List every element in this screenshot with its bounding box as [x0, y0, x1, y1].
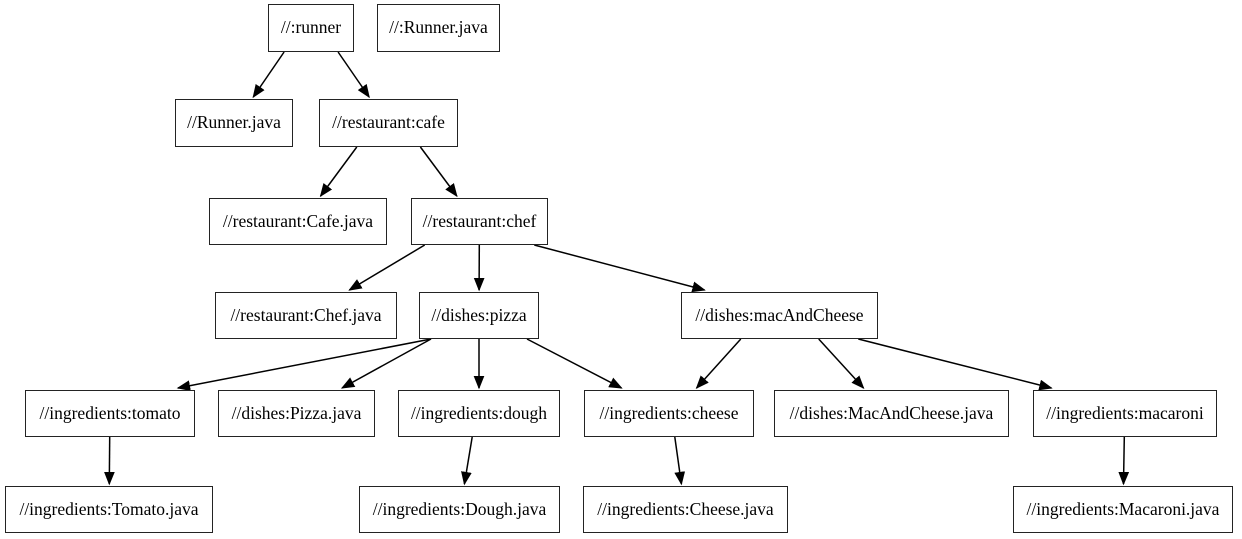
graph-node-dough-java: //ingredients:Dough.java: [359, 486, 560, 533]
graph-node-dough: //ingredients:dough: [398, 390, 560, 437]
graph-node-cafe-java: //restaurant:Cafe.java: [209, 198, 387, 245]
graph-node-macaroni: //ingredients:macaroni: [1033, 390, 1217, 437]
graph-node-pizza-java: //dishes:Pizza.java: [218, 390, 375, 437]
edge-macaroni-to-macaroni-java: [1118, 436, 1130, 486]
edge-cafe-to-chef: [419, 146, 458, 198]
graph-node-label: //dishes:Pizza.java: [231, 402, 362, 423]
graph-node-label: //ingredients:Cheese.java: [597, 498, 774, 519]
graph-node-cafe: //restaurant:cafe: [319, 99, 458, 147]
edge-cheese-to-cheese-java: [674, 436, 686, 486]
edge-dough-to-dough-java: [461, 436, 473, 486]
graph-node-chef-java: //restaurant:Chef.java: [215, 292, 397, 339]
graph-node-mac-and-cheese: //dishes:macAndCheese: [681, 292, 878, 339]
graph-node-label: //ingredients:dough: [410, 402, 548, 423]
edge-mac-and-cheese-to-cheese: [695, 338, 742, 390]
graph-node-label: //ingredients:Dough.java: [372, 498, 547, 519]
edge-runner-to-runner-java: [252, 51, 285, 99]
graph-node-runner-java: //Runner.java: [175, 99, 293, 147]
graph-node-tomato: //ingredients:tomato: [25, 390, 195, 437]
graph-node-cheese-java: //ingredients:Cheese.java: [583, 486, 788, 533]
graph-node-mac-and-cheese-java: //dishes:MacAndCheese.java: [774, 390, 1009, 437]
graph-node-label: //restaurant:Chef.java: [230, 304, 382, 325]
graph-node-label: //ingredients:macaroni: [1046, 402, 1204, 423]
edge-mac-and-cheese-to-macaroni: [858, 338, 1053, 391]
graph-node-runner: //:runner: [268, 4, 354, 52]
edge-chef-to-chef-java: [348, 244, 426, 291]
edge-pizza-to-cheese: [526, 338, 623, 389]
graph-node-label: //restaurant:cafe: [332, 112, 445, 133]
graph-node-label: //ingredients:tomato: [39, 402, 181, 423]
edge-chef-to-mac-and-cheese: [534, 244, 706, 293]
graph-node-label: //dishes:macAndCheese: [695, 304, 864, 325]
edge-cafe-to-cafe-java: [319, 146, 358, 198]
edges-group: [104, 51, 1130, 486]
graph-node-label: //:runner: [280, 17, 342, 38]
graph-node-label: //ingredients:Tomato.java: [19, 498, 199, 519]
graph-node-label: //:Runner.java: [389, 17, 488, 38]
graph-node-label: //ingredients:Macaroni.java: [1026, 498, 1220, 519]
graph-node-label: //Runner.java: [187, 112, 281, 133]
edge-runner-to-cafe: [337, 51, 370, 99]
graph-node-tomato-java: //ingredients:Tomato.java: [5, 486, 213, 533]
edge-mac-and-cheese-to-mac-and-cheese-java: [818, 338, 865, 389]
graph-node-pizza: //dishes:pizza: [419, 292, 539, 339]
graph-node-label: //restaurant:chef: [422, 210, 537, 231]
edge-pizza-to-pizza-java: [340, 338, 432, 389]
graph-node-chef: //restaurant:chef: [411, 198, 548, 245]
graph-node-macaroni-java: //ingredients:Macaroni.java: [1013, 486, 1233, 533]
graph-node-runner-java-file: //:Runner.java: [377, 4, 500, 52]
edge-pizza-to-tomato: [176, 338, 432, 391]
graph-node-label: //ingredients:cheese: [599, 402, 739, 423]
graph-node-label: //dishes:pizza: [431, 304, 527, 325]
graph-node-cheese: //ingredients:cheese: [584, 390, 754, 437]
graph-node-label: //dishes:MacAndCheese.java: [789, 402, 994, 423]
graph-node-label: //restaurant:Cafe.java: [222, 210, 374, 231]
